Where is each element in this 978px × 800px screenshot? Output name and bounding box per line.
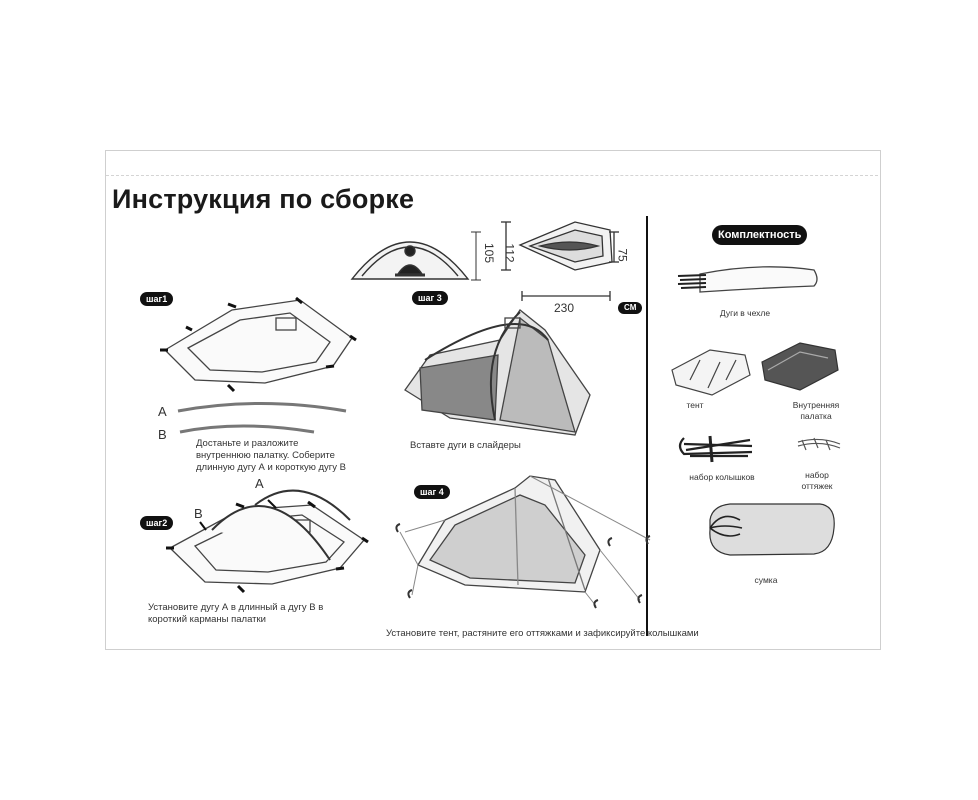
kit-poles-bag [677, 266, 818, 293]
kit-poles-label: Дуги в чехле [719, 308, 771, 318]
step2-inner-tent-with-poles [166, 489, 369, 594]
pole-a-label: A [158, 404, 167, 419]
tent-front-view [350, 241, 470, 280]
step1-inner-tent [160, 296, 357, 393]
tent-top-view [501, 221, 619, 301]
kit-inner-label: Внутренняя палатка [792, 400, 840, 421]
kit-fly-label: тент [686, 400, 704, 410]
dim-height-105: 105 [482, 242, 497, 264]
kit-guylines-label: набор оттяжек [801, 470, 833, 491]
section-divider [646, 216, 648, 636]
pole-b-label: B [158, 427, 167, 442]
kit-stakes [678, 435, 753, 463]
step2-badge: шаг2 [140, 516, 174, 530]
step1-caption: Достаньте и разложите внутреннюю палатку… [196, 438, 346, 473]
kit-inner-tent [761, 342, 839, 391]
pole-a-label-step2: A [255, 476, 264, 491]
step4-tent-with-fly [395, 475, 651, 609]
header-divider [106, 175, 878, 176]
dim-width-75: 75 [615, 248, 630, 262]
poles-a-b [177, 402, 347, 434]
kit-carry-bag [709, 503, 835, 556]
step4-badge: шаг 4 [414, 485, 450, 499]
kit-guylines [797, 437, 841, 451]
kit-bag-label: сумка [754, 575, 778, 585]
step3-badge: шаг 3 [412, 291, 448, 305]
kit-header: Комплектность [712, 225, 808, 245]
dim-length-230: 230 [554, 301, 575, 315]
step2-caption: Установите дугу А в длинный а дугу В в к… [148, 602, 324, 625]
pole-b-label-step2: B [194, 506, 203, 521]
step3-caption: Вставте дуги в слайдеры [410, 440, 521, 451]
dim-length-112: 112 [502, 243, 517, 263]
unit-badge: CM [618, 302, 643, 314]
kit-stakes-label: набор колышков [689, 472, 755, 482]
page-title: Инструкция по сборке [112, 184, 415, 214]
step3-tent-with-poles [404, 309, 591, 436]
step1-badge: шаг1 [140, 292, 174, 306]
kit-fly [671, 349, 751, 396]
step4-caption: Установите тент, растяните его оттяжками… [386, 628, 699, 639]
